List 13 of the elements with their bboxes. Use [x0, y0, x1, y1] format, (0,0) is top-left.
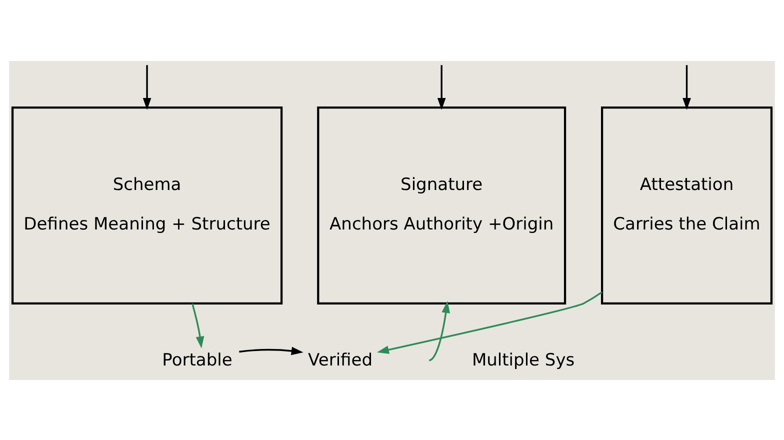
node-text: Portable	[162, 350, 232, 370]
arrow	[192, 302, 204, 348]
arrow	[376, 290, 602, 354]
node-box: Attestation Carries the Claim	[601, 106, 773, 304]
node-text: Verified	[308, 350, 373, 370]
arrow	[437, 64, 446, 110]
node-box: Schema Defines Meaning + Structure	[11, 106, 283, 304]
arrow	[428, 300, 450, 361]
node-box: Signature Anchors Authority +Origin	[317, 106, 566, 304]
arrow	[142, 64, 152, 110]
arrow	[682, 64, 691, 110]
node-text: Multiple Sys	[472, 350, 575, 370]
arrow	[239, 346, 304, 355]
